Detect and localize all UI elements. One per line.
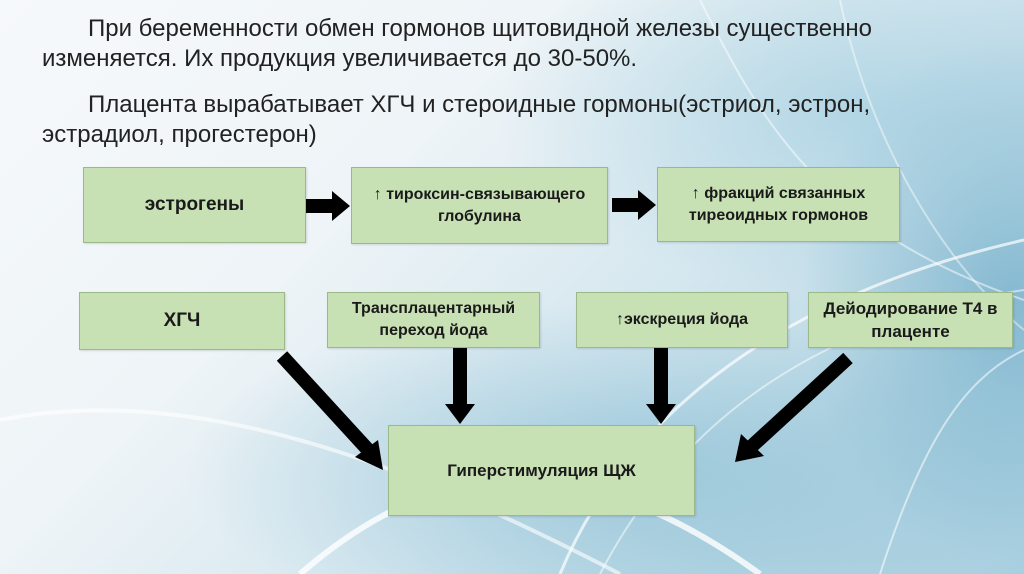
node-iodine-excretion: ↑экскреция йода — [576, 292, 788, 348]
node-thyroxine-binding-globulin: ↑ тироксин-связывающего глобулина — [351, 167, 608, 244]
node-deiodination-label: Дейодирование Т4 в плаценте — [823, 299, 998, 341]
node-bound-hormone-fractions: ↑ фракций связанных тиреоидных гормонов — [657, 167, 900, 242]
node-fractions-label: ↑ фракций связанных тиреоидных гормонов — [688, 184, 869, 224]
intro-paragraph: При беременности обмен гормонов щитовидн… — [42, 15, 872, 72]
node-hyperstimulation-label: Гиперстимуляция ЩЖ — [447, 460, 636, 480]
node-tbg-label: ↑ тироксин-связывающего глобулина — [373, 185, 586, 225]
node-thyroid-hyperstimulation: Гиперстимуляция ЩЖ — [388, 425, 695, 516]
node-hcg-label: ХГЧ — [163, 310, 201, 331]
node-transplacental-iodine: Трансплацентарный переход йода — [327, 292, 540, 348]
node-hcg: ХГЧ — [79, 292, 285, 350]
node-estrogens-label: эстрогены — [144, 194, 245, 215]
node-estrogens: эстрогены — [83, 167, 306, 243]
placenta-paragraph: Плацента вырабатывает ХГЧ и стероидные г… — [42, 91, 871, 148]
node-transplacental-label: Трансплацентарный переход йода — [351, 300, 516, 339]
node-excretion-label: ↑экскреция йода — [615, 311, 749, 328]
node-t4-deiodination: Дейодирование Т4 в плаценте — [808, 292, 1013, 348]
